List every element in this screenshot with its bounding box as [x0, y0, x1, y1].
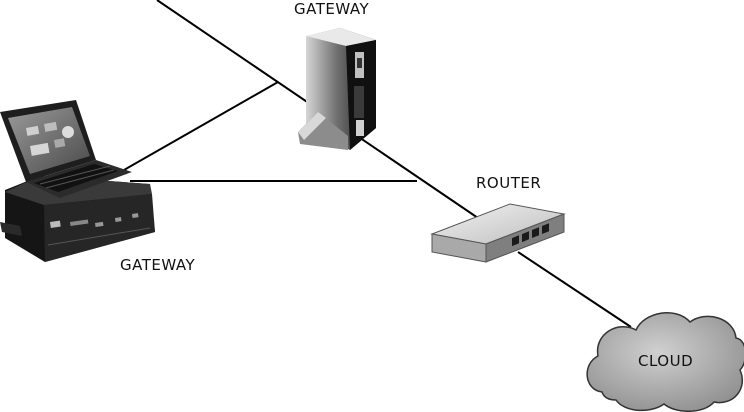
connection-lines [123, 0, 632, 328]
gateway-tower-icon [298, 28, 376, 150]
cloud-label: CLOUD [638, 352, 694, 370]
router-icon [430, 203, 566, 263]
gateway-top-label: GATEWAY [294, 0, 370, 18]
link-router-to-cloud [517, 251, 632, 328]
laptop-icon [0, 100, 132, 198]
router-label: ROUTER [476, 174, 542, 192]
link-laptop-to-tower [123, 81, 279, 171]
gateway-left-label: GATEWAY [120, 256, 196, 274]
